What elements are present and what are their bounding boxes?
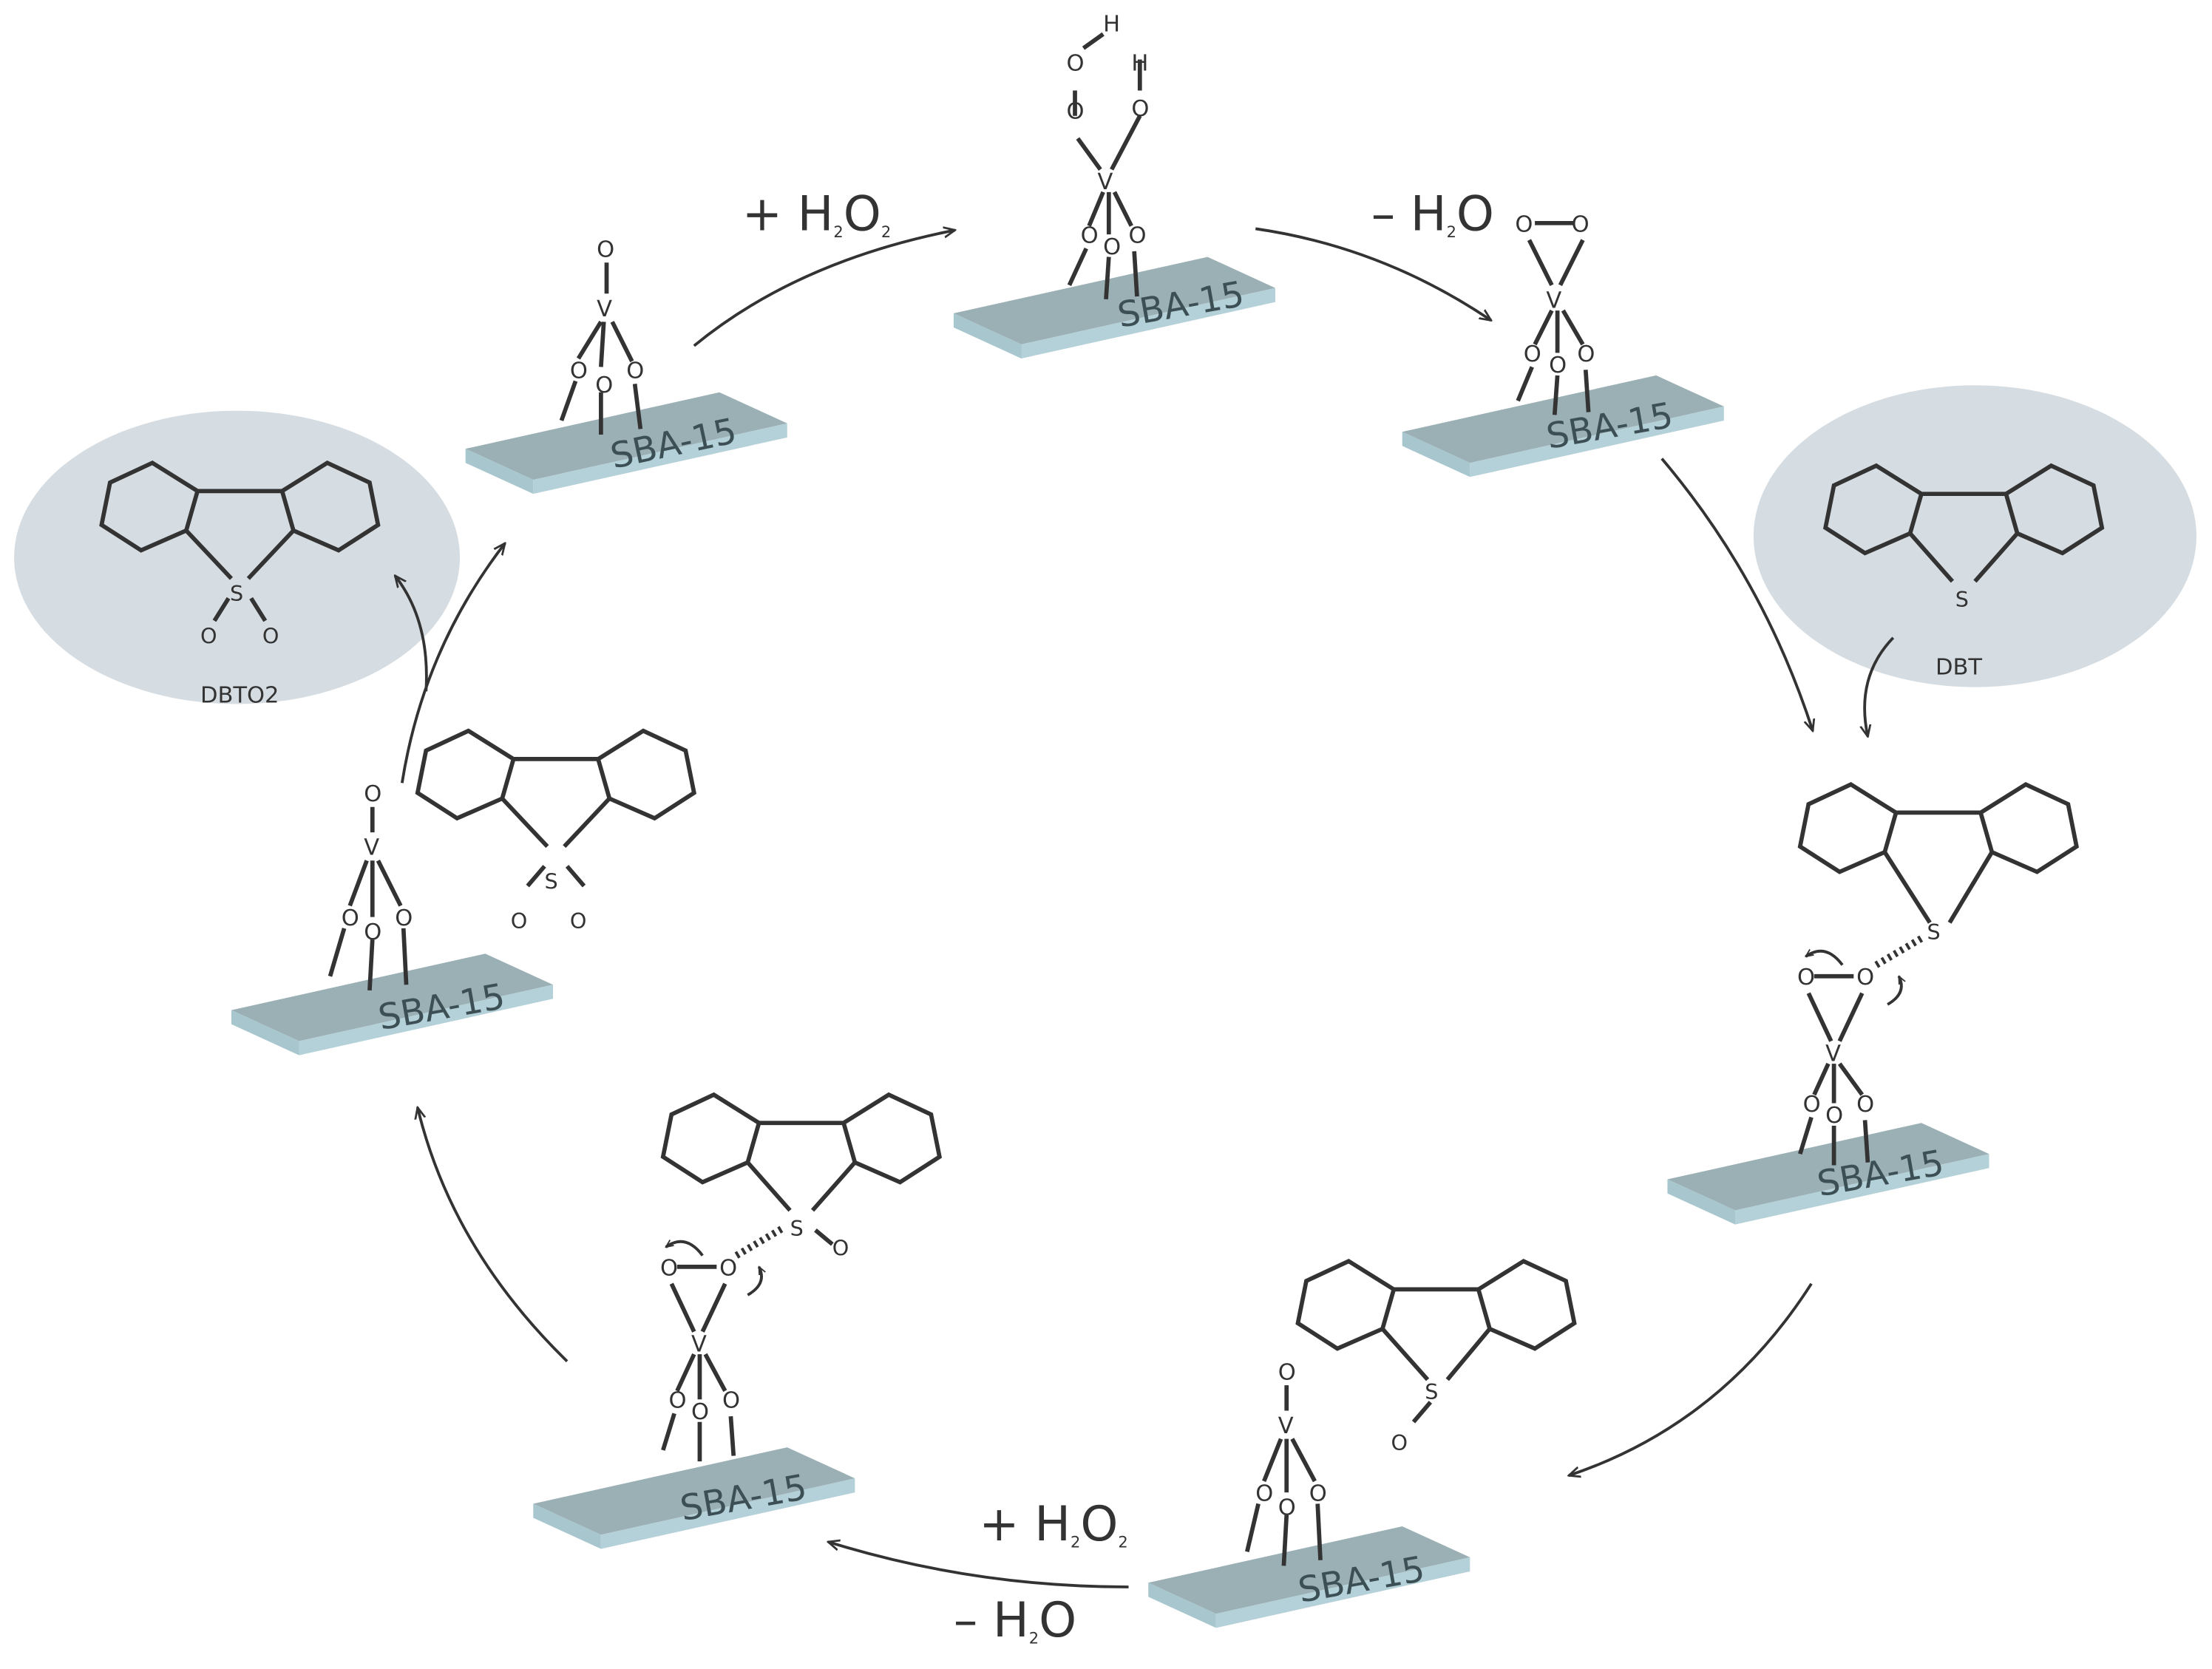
svg-text:O: O xyxy=(1081,223,1099,249)
svg-text:– H2O: – H2O xyxy=(1371,186,1494,242)
svg-text:O: O xyxy=(1131,96,1149,122)
svg-text:O: O xyxy=(200,623,217,648)
step-label-add-h2o2-bottom: + H2O2 xyxy=(979,1497,1127,1552)
svg-text:O: O xyxy=(570,358,588,384)
svg-text:O: O xyxy=(1524,341,1541,367)
svg-text:O: O xyxy=(832,1236,849,1261)
station-vanadyl-dbto-bottom-right: SBA-15 O V O O O S O xyxy=(1148,1258,1577,1628)
svg-text:O: O xyxy=(1067,99,1085,125)
svg-text:S: S xyxy=(790,1216,804,1241)
station-vanadyl-dbto2-left: SBA-15 O V O O O S O O xyxy=(231,728,697,1056)
step-label-minus-h2o-top: – H2O xyxy=(1371,186,1494,242)
svg-text:S: S xyxy=(545,869,558,894)
svg-text:V: V xyxy=(1098,169,1113,195)
svg-text:O: O xyxy=(1803,1092,1821,1118)
svg-text:O: O xyxy=(722,1388,740,1414)
svg-text:H: H xyxy=(1103,11,1120,37)
svg-text:+ H2O2: + H2O2 xyxy=(979,1497,1127,1552)
svg-text:O: O xyxy=(595,373,613,398)
svg-text:O: O xyxy=(395,905,413,931)
svg-text:O: O xyxy=(1391,1430,1408,1455)
station-peroxo-dbto-bottom-left: SBA-15 O O V O O O S xyxy=(533,1092,943,1549)
svg-text:O: O xyxy=(1278,1495,1296,1521)
svg-text:V: V xyxy=(1546,288,1561,313)
svg-text:S: S xyxy=(1927,920,1941,945)
svg-text:S: S xyxy=(230,581,243,606)
svg-text:S: S xyxy=(1955,587,1969,612)
svg-text:O: O xyxy=(1577,341,1595,367)
svg-text:O: O xyxy=(1825,1103,1843,1129)
svg-text:V: V xyxy=(1825,1041,1841,1067)
svg-text:O: O xyxy=(626,358,644,384)
dbt-reactant-blob xyxy=(1753,385,2197,687)
svg-text:– H2O: – H2O xyxy=(954,1593,1076,1648)
svg-text:O: O xyxy=(1797,965,1815,990)
station-peroxo-dbt-right: SBA-15 O O V O O O S xyxy=(1667,782,2080,1225)
step-label-minus-h2o-bottom: – H2O xyxy=(954,1593,1076,1648)
svg-text:O: O xyxy=(511,908,528,934)
svg-text:O: O xyxy=(1067,51,1085,77)
svg-text:O: O xyxy=(1103,234,1121,260)
svg-text:S: S xyxy=(1425,1379,1438,1404)
svg-text:O: O xyxy=(364,781,381,807)
svg-text:V: V xyxy=(364,835,379,861)
svg-text:O: O xyxy=(719,1255,737,1281)
svg-text:O: O xyxy=(1309,1481,1327,1507)
svg-text:O: O xyxy=(668,1388,686,1414)
svg-text:O: O xyxy=(1856,1092,1874,1118)
svg-text:V: V xyxy=(691,1331,707,1357)
svg-text:V: V xyxy=(597,296,612,322)
svg-text:O: O xyxy=(1129,223,1147,249)
svg-text:O: O xyxy=(660,1255,678,1281)
dbt-label: DBT xyxy=(1936,654,1982,680)
dbto2-product-blob xyxy=(14,410,461,704)
dbt-molecule-in-blob: S xyxy=(1822,463,2105,612)
svg-text:O: O xyxy=(1278,1360,1296,1386)
dbto2-label: DBTO2 xyxy=(200,683,279,709)
step-label-add-h2o2-top: + H2O2 xyxy=(742,186,891,242)
svg-text:O: O xyxy=(1549,353,1567,378)
svg-text:O: O xyxy=(262,623,279,648)
svg-text:O: O xyxy=(1856,965,1874,990)
svg-text:O: O xyxy=(364,920,381,945)
svg-text:O: O xyxy=(1255,1481,1273,1507)
svg-text:+ H2O2: + H2O2 xyxy=(742,186,891,242)
svg-text:O: O xyxy=(570,908,587,934)
svg-text:O: O xyxy=(1572,211,1590,237)
svg-text:O: O xyxy=(1515,211,1533,237)
svg-text:V: V xyxy=(1278,1413,1294,1439)
dbto2-molecule-in-blob: S O O xyxy=(99,460,381,648)
station-peroxo-top-right: SBA-15 O O V O O O xyxy=(1402,211,1724,477)
svg-text:O: O xyxy=(342,905,359,931)
station-vanadyl-top-left: SBA-15 O V O O O xyxy=(465,237,787,494)
svg-text:O: O xyxy=(691,1399,709,1425)
svg-text:O: O xyxy=(597,237,614,263)
svg-text:H: H xyxy=(1131,51,1148,77)
cycle-arrows xyxy=(395,228,1895,1588)
station-hydroperoxo-top-center: SBA-15 O H O H O V O O O xyxy=(953,11,1275,358)
